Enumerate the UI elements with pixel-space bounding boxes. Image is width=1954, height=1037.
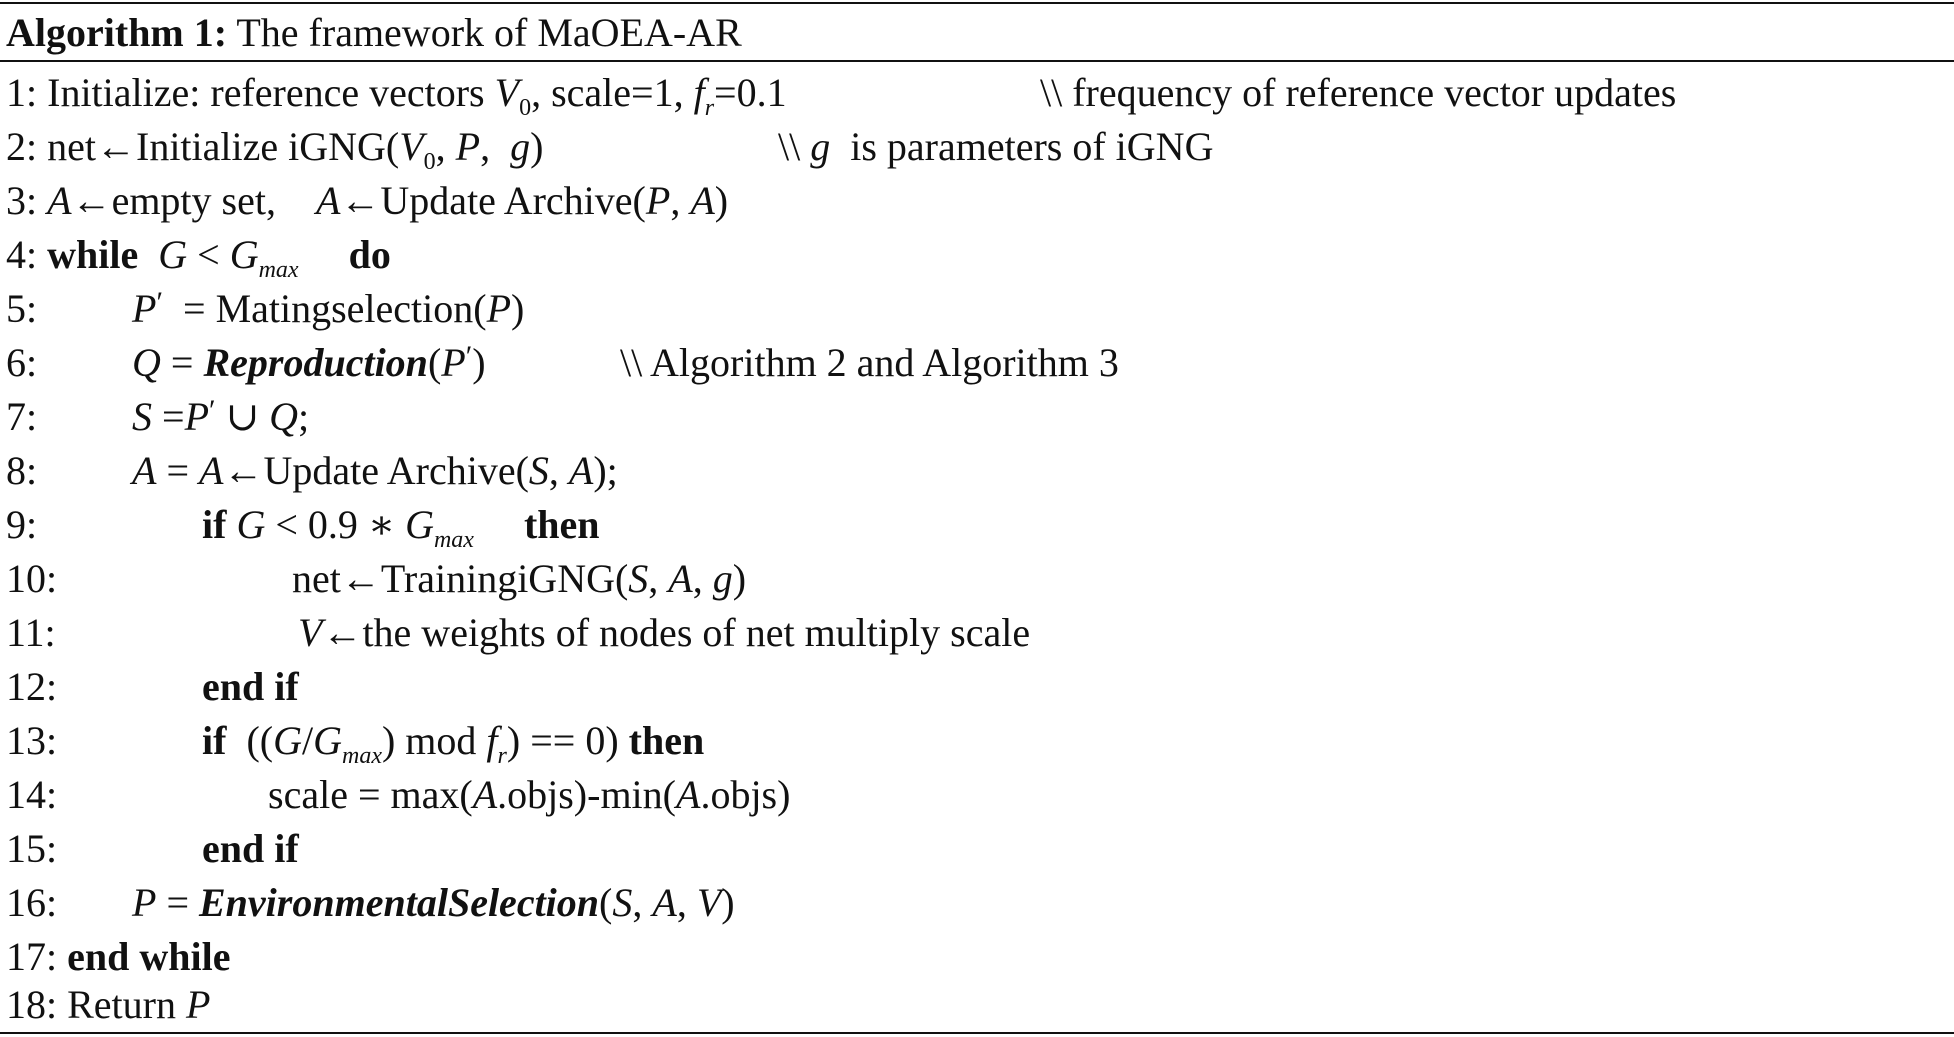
line-number: 3: — [6, 178, 38, 223]
algorithm-caption: Algorithm 1: The framework of MaOEA-AR — [6, 8, 742, 58]
caption-label: Algorithm 1: — [6, 10, 228, 55]
line-17: 17: end while — [6, 930, 1946, 984]
line-comment: \\ frequency of reference vector updates — [1040, 70, 1677, 115]
line-code: S =P′ ∪ Q; — [132, 394, 310, 439]
bottom-rule — [0, 1032, 1954, 1034]
line-number: 18: — [6, 982, 58, 1027]
line-code: if G < 0.9 ∗ Gmax then — [202, 502, 600, 553]
line-code: end while — [67, 934, 231, 979]
line-comment: \\ Algorithm 2 and Algorithm 3 — [620, 340, 1119, 385]
line-10: 10: net←TrainingiGNG(S, A, g) — [6, 552, 1946, 606]
line-5: 5: P′ = Matingselection(P) — [6, 282, 1946, 336]
line-code: P = EnvironmentalSelection(S, A, V) — [132, 880, 735, 925]
top-rule — [0, 2, 1954, 4]
line-code: scale = max(A.objs)-min(A.objs) — [268, 772, 791, 817]
line-number: 7: — [6, 394, 38, 439]
line-number: 6: — [6, 340, 38, 385]
line-code: Return P — [67, 982, 211, 1027]
line-number: 12: — [6, 664, 58, 709]
line-12: 12: end if — [6, 660, 1946, 714]
line-code: P′ = Matingselection(P) — [132, 286, 525, 331]
line-4: 4: while G < Gmax do — [6, 228, 1946, 282]
line-code: A←empty set, A←Update Archive(P, A) — [47, 178, 729, 223]
line-1: 1: Initialize: reference vectors V0, sca… — [6, 66, 1946, 120]
line-number: 11: — [6, 610, 56, 655]
line-3: 3: A←empty set, A←Update Archive(P, A) — [6, 174, 1946, 228]
line-16: 16: P = EnvironmentalSelection(S, A, V) — [6, 876, 1946, 930]
line-number: 8: — [6, 448, 38, 493]
line-comment: \\ g is parameters of iGNG — [778, 124, 1214, 169]
line-number: 5: — [6, 286, 38, 331]
line-6: 6: Q = Reproduction(P′) \\ Algorithm 2 a… — [6, 336, 1946, 390]
line-code: end if — [202, 664, 299, 709]
line-18: 18: Return P — [6, 978, 1946, 1032]
line-code: net←TrainingiGNG(S, A, g) — [292, 556, 747, 601]
line-number: 16: — [6, 880, 58, 925]
line-2: 2: net←Initialize iGNG(V0, P, g) \\ g is… — [6, 120, 1946, 174]
line-code: if ((G/Gmax) mod fr) == 0) then — [202, 718, 705, 769]
line-number: 9: — [6, 502, 38, 547]
line-number: 13: — [6, 718, 58, 763]
line-13: 13: if ((G/Gmax) mod fr) == 0) then — [6, 714, 1946, 768]
line-number: 1: — [6, 70, 38, 115]
caption-title: The framework of MaOEA-AR — [236, 10, 742, 55]
line-code: Initialize: reference vectors V0, scale=… — [47, 70, 787, 121]
line-code: while G < Gmax do — [47, 232, 391, 283]
line-number: 10: — [6, 556, 58, 601]
line-code: end if — [202, 826, 299, 871]
line-11: 11: V←the weights of nodes of net multip… — [6, 606, 1946, 660]
line-9: 9: if G < 0.9 ∗ Gmax then — [6, 498, 1946, 552]
line-number: 4: — [6, 232, 38, 277]
line-7: 7: S =P′ ∪ Q; — [6, 390, 1946, 444]
line-number: 14: — [6, 772, 58, 817]
line-number: 15: — [6, 826, 58, 871]
line-15: 15: end if — [6, 822, 1946, 876]
line-code: Q = Reproduction(P′) — [132, 340, 486, 385]
line-code: net←Initialize iGNG(V0, P, g) — [47, 124, 544, 175]
caption-rule — [0, 60, 1954, 62]
line-number: 17: — [6, 934, 58, 979]
line-code: A = A←Update Archive(S, A); — [132, 448, 618, 493]
line-number: 2: — [6, 124, 38, 169]
line-14: 14: scale = max(A.objs)-min(A.objs) — [6, 768, 1946, 822]
line-8: 8: A = A←Update Archive(S, A); — [6, 444, 1946, 498]
line-code: V←the weights of nodes of net multiply s… — [298, 610, 1031, 655]
